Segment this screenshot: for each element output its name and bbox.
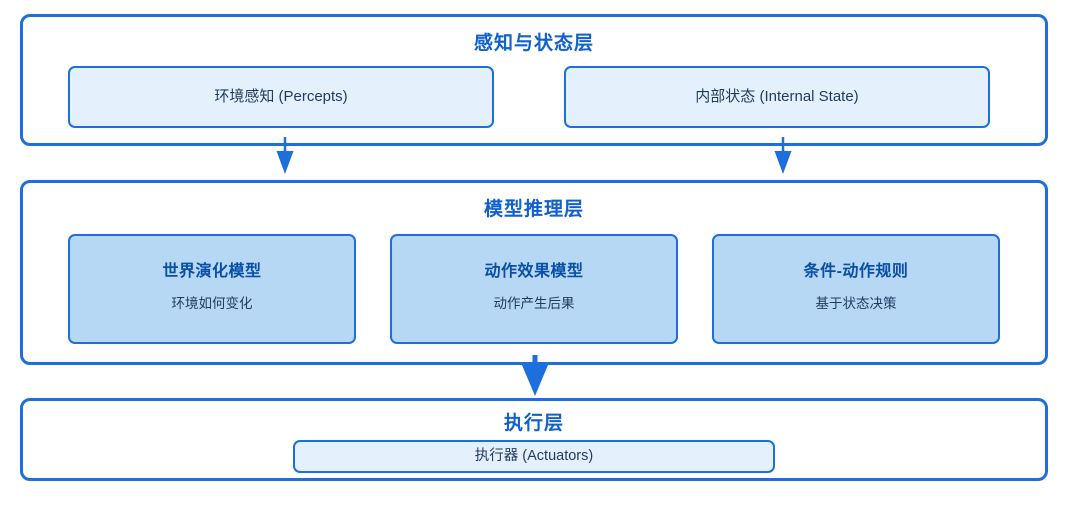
layer-execution-title: 执行层 — [503, 413, 564, 434]
node-world-evolution-model: 世界演化模型 环境如何变化 — [68, 234, 356, 344]
node-actuators: 执行器 (Actuators) — [293, 440, 775, 473]
node-condition-action-rules-title: 条件-动作规则 — [803, 263, 909, 280]
node-internal-state: 内部状态 (Internal State) — [564, 66, 990, 128]
node-condition-action-rules: 条件-动作规则 基于状态决策 — [712, 234, 1000, 344]
node-world-evolution-model-subtitle: 环境如何变化 — [171, 296, 253, 311]
layer-model-reasoning-title: 模型推理层 — [483, 199, 584, 220]
node-percepts-label: 环境感知 (Percepts) — [214, 88, 348, 105]
node-internal-state-label: 内部状态 (Internal State) — [695, 88, 859, 105]
node-action-effect-model-title: 动作效果模型 — [484, 263, 584, 280]
node-condition-action-rules-subtitle: 基于状态决策 — [815, 296, 897, 311]
layer-execution: 执行层 执行器 (Actuators) — [20, 398, 1048, 481]
layer-perception-state-title: 感知与状态层 — [473, 33, 594, 54]
node-world-evolution-model-title: 世界演化模型 — [162, 263, 262, 280]
node-action-effect-model: 动作效果模型 动作产生后果 — [390, 234, 678, 344]
layer-perception-state: 感知与状态层 环境感知 (Percepts) 内部状态 (Internal St… — [20, 14, 1048, 146]
node-action-effect-model-subtitle: 动作产生后果 — [493, 296, 575, 311]
node-actuators-label: 执行器 (Actuators) — [474, 448, 594, 464]
node-percepts: 环境感知 (Percepts) — [68, 66, 494, 128]
layer-model-reasoning: 模型推理层 世界演化模型 环境如何变化 动作效果模型 动作产生后果 条件-动作规… — [20, 180, 1048, 365]
